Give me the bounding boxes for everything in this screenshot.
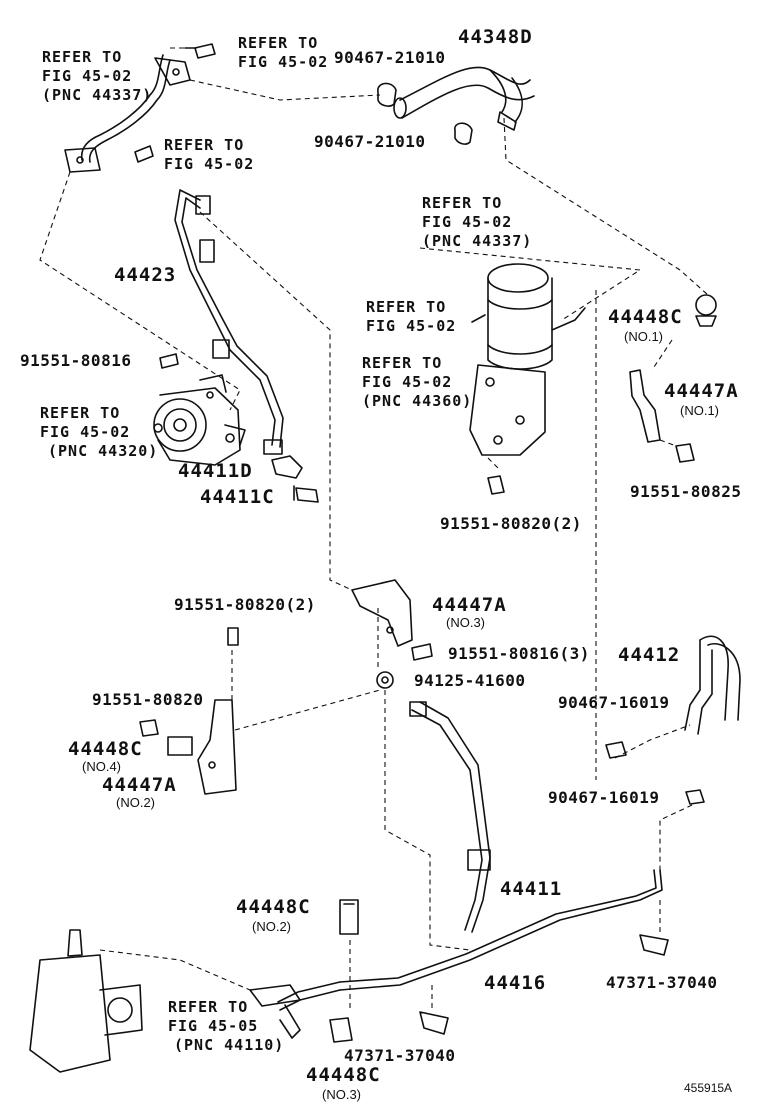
clamp-44448C-no2 <box>339 899 359 935</box>
part-label-44416[interactable]: 44416 <box>484 972 547 994</box>
hose-44411 <box>409 701 491 933</box>
refer-fig: FIG 45-05 <box>168 1017 259 1035</box>
part-label-91551-80820-2a[interactable]: 91551-80820(2) <box>440 514 582 533</box>
refer-label-pump: REFER TO FIG 45-02 (PNC 44320) <box>40 404 158 461</box>
bracket-44447A-no2 <box>197 699 237 795</box>
bolt-91551-80820-2b <box>227 627 239 646</box>
hose-44348D <box>393 66 535 131</box>
reservoir-bracket <box>469 364 546 456</box>
refer-label-top-center: REFER TO FIG 45-02 <box>238 34 328 72</box>
bracket-44447A-no1 <box>629 369 661 443</box>
part-label-47371-37040-b[interactable]: 47371-37040 <box>344 1046 456 1065</box>
refer-pnc: (PNC 44337) <box>42 86 153 104</box>
refer-label-bracket: REFER TO FIG 45-02 (PNC 44360) <box>362 354 472 411</box>
bolt-top-2 <box>134 145 154 163</box>
clamp-44448C-no3 <box>329 1017 353 1043</box>
part-label-44411D[interactable]: 44411D <box>178 460 253 482</box>
part-label-47371-37040-a[interactable]: 47371-37040 <box>606 973 718 992</box>
part-sub-no3: (NO.3) <box>446 615 485 630</box>
nut-94125-41600 <box>376 671 394 689</box>
refer-fig: FIG 45-02 <box>366 317 457 335</box>
bolt-91551-80816 <box>159 353 179 369</box>
refer-label-gear: REFER TO FIG 45-05 (PNC 44110) <box>168 998 284 1055</box>
figure-code: 455915A <box>684 1081 733 1095</box>
bolt-91551-80820 <box>139 719 159 737</box>
part-label-44447A-no1[interactable]: 44447A <box>664 380 739 402</box>
refer-label-bolt: REFER TO FIG 45-02 <box>164 136 254 174</box>
refer-fig: FIG 45-02 <box>40 423 131 441</box>
tube-44416 <box>277 869 663 1011</box>
hose-44412 <box>684 635 741 735</box>
refer-fig: FIG 45-02 <box>42 67 133 85</box>
part-label-44348D[interactable]: 44348D <box>458 26 533 48</box>
refer-line: REFER TO <box>422 194 503 212</box>
part-sub-no1: (NO.1) <box>624 329 663 344</box>
power-steering-pump <box>153 374 246 466</box>
part-label-44448C-no3[interactable]: 44448C <box>306 1064 381 1086</box>
part-label-44448C-no1[interactable]: 44448C <box>608 306 683 328</box>
part-label-91551-80820[interactable]: 91551-80820 <box>92 690 204 709</box>
part-label-90467-16019-b[interactable]: 90467-16019 <box>548 788 660 807</box>
refer-line: REFER TO <box>238 34 319 52</box>
pipe-44423 <box>174 189 284 455</box>
bolt-91551-80816-3 <box>411 643 433 661</box>
refer-line: REFER TO <box>42 48 123 66</box>
clamp-47371-37040-b <box>419 1011 449 1035</box>
refer-pnc: (PNC 44320) <box>48 442 159 460</box>
refer-line: REFER TO <box>362 354 443 372</box>
part-label-44423[interactable]: 44423 <box>114 264 177 286</box>
part-sub-no2: (NO.2) <box>252 919 291 934</box>
fitting-44411D <box>271 455 303 479</box>
clamp-90467-21010-b <box>454 122 473 145</box>
steering-gear <box>29 929 301 1073</box>
refer-pnc: (PNC 44337) <box>422 232 533 250</box>
bolt-91551-80820-2a <box>487 475 505 495</box>
part-label-90467-21010-b[interactable]: 90467-21010 <box>314 132 426 151</box>
refer-fig: FIG 45-02 <box>422 213 513 231</box>
part-label-90467-16019-a[interactable]: 90467-16019 <box>558 693 670 712</box>
part-label-44448C-no2[interactable]: 44448C <box>236 896 311 918</box>
clamp-47371-37040-a <box>639 934 669 956</box>
clamp-44448C-no4 <box>167 736 193 756</box>
clamp-90467-16019-b <box>685 789 705 805</box>
refer-line: REFER TO <box>168 998 249 1016</box>
refer-pnc: (PNC 44360) <box>362 392 473 410</box>
refer-label-top-left: REFER TO FIG 45-02 (PNC 44337) <box>42 48 152 105</box>
bracket-44447A-no3 <box>351 579 413 647</box>
refer-label-reservoir: REFER TO FIG 45-02 <box>366 298 456 336</box>
part-sub-no2-bracket: (NO.2) <box>116 795 155 810</box>
clamp-90467-16019-a <box>605 741 627 759</box>
refer-fig: FIG 45-02 <box>362 373 453 391</box>
reservoir <box>471 263 586 370</box>
part-label-44412[interactable]: 44412 <box>618 644 681 666</box>
part-label-44447A-no2[interactable]: 44447A <box>102 774 177 796</box>
bolt-top-1 <box>184 43 216 59</box>
part-label-91551-80816-3[interactable]: 91551-80816(3) <box>448 644 590 663</box>
part-label-91551-80816[interactable]: 91551-80816 <box>20 351 132 370</box>
refer-pnc: (PNC 44110) <box>174 1036 285 1054</box>
part-label-44411[interactable]: 44411 <box>500 878 563 900</box>
part-label-91551-80825[interactable]: 91551-80825 <box>630 482 742 501</box>
bolt-44411C <box>293 485 319 503</box>
part-label-91551-80820-2b[interactable]: 91551-80820(2) <box>174 595 316 614</box>
refer-fig: FIG 45-02 <box>164 155 255 173</box>
part-label-90467-21010-a[interactable]: 90467-21010 <box>334 48 446 67</box>
refer-label-reservoir-top: REFER TO FIG 45-02 (PNC 44337) <box>422 194 532 251</box>
clamp-44448C-no1 <box>695 294 717 327</box>
clamp-90467-21010-a <box>377 82 397 107</box>
refer-line: REFER TO <box>164 136 245 154</box>
part-label-44447A-no3[interactable]: 44447A <box>432 594 507 616</box>
refer-line: REFER TO <box>366 298 447 316</box>
part-label-44411C[interactable]: 44411C <box>200 486 275 508</box>
part-sub-no4: (NO.4) <box>82 759 121 774</box>
part-label-44448C-no4[interactable]: 44448C <box>68 738 143 760</box>
part-label-94125-41600[interactable]: 94125-41600 <box>414 671 526 690</box>
part-sub-no3-clamp: (NO.3) <box>322 1087 361 1102</box>
refer-line: REFER TO <box>40 404 121 422</box>
bolt-91551-80825 <box>675 443 695 463</box>
refer-fig: FIG 45-02 <box>238 53 329 71</box>
part-sub-no1-bracket: (NO.1) <box>680 403 719 418</box>
